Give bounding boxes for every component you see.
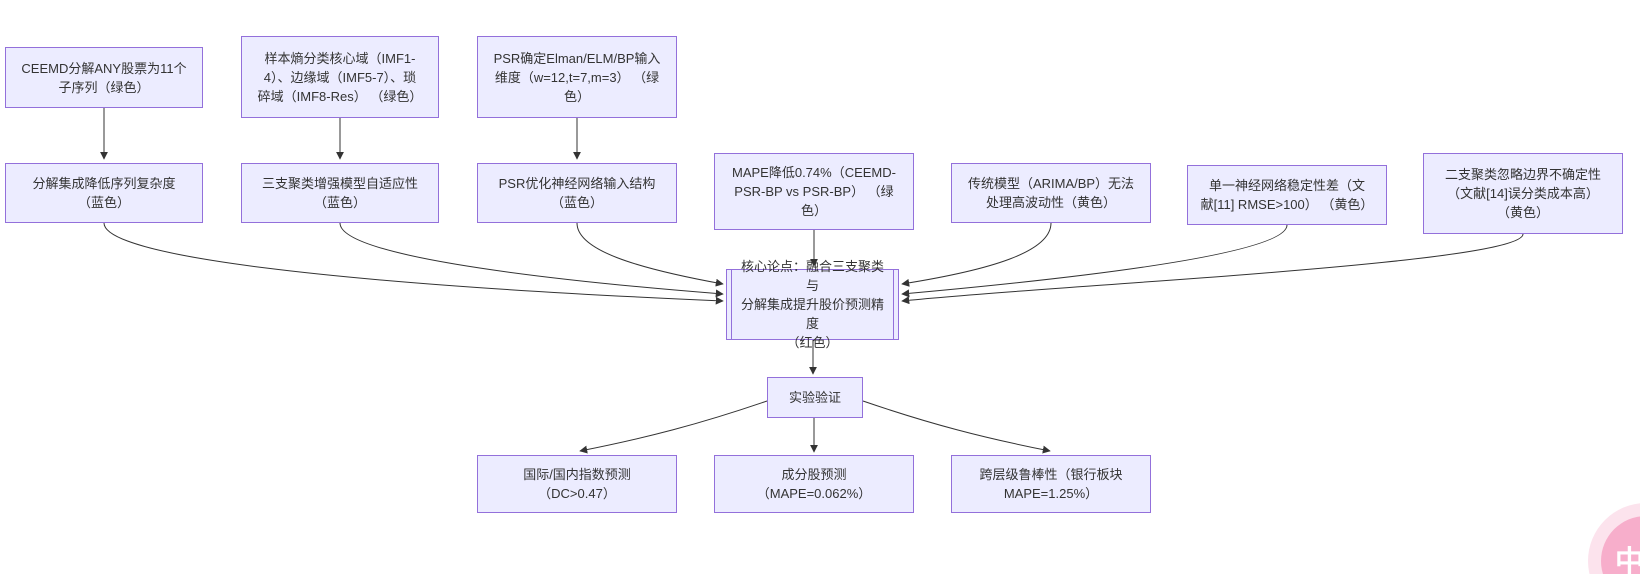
edge-psrbenefit-to-core bbox=[576, 222, 724, 287]
edge-traditional-to-core bbox=[901, 222, 1052, 287]
node-decomposition-benefit: 分解集成降低序列复杂度 （蓝色） bbox=[5, 163, 203, 223]
node-experiment-validation: 实验验证 bbox=[767, 377, 863, 418]
node-ceemd-decompose: CEEMD分解ANY股票为11个 子序列（绿色） bbox=[5, 47, 203, 108]
edge-experiment-to-index bbox=[579, 400, 768, 454]
node-psr-dimension: PSR确定Elman/ELM/BP输入 维度（w=12,t=7,m=3） （绿 … bbox=[477, 36, 677, 118]
translate-button-label: 中A bbox=[1615, 546, 1640, 574]
node-three-way-benefit: 三支聚类增强模型自适应性 （蓝色） bbox=[241, 163, 439, 223]
edge-threeway-to-core bbox=[339, 222, 724, 298]
edge-experiment-to-robustness bbox=[862, 400, 1051, 454]
node-single-nn-limit: 单一神经网络稳定性差（文 献[11] RMSE>100） （黄色） bbox=[1187, 165, 1387, 225]
node-core-thesis: 核心论点：融合三支聚类与 分解集成提升股价预测精度 （红色） bbox=[726, 259, 899, 350]
node-traditional-limit: 传统模型（ARIMA/BP）无法 处理高波动性（黄色） bbox=[951, 163, 1151, 223]
node-robustness: 跨层级鲁棒性（银行板块 MAPE=1.25%） bbox=[951, 455, 1151, 513]
node-index-prediction: 国际/国内指数预测 （DC>0.47） bbox=[477, 455, 677, 513]
node-constituent-prediction: 成分股预测 （MAPE=0.062%） bbox=[714, 455, 914, 513]
node-psr-benefit: PSR优化神经网络输入结构 （蓝色） bbox=[477, 163, 677, 223]
translate-button[interactable]: 中A bbox=[1601, 516, 1640, 574]
edge-singlenn-to-core bbox=[901, 224, 1288, 298]
node-mape-evidence: MAPE降低0.74%（CEEMD- PSR-BP vs PSR-BP） （绿 … bbox=[714, 153, 914, 230]
node-two-way-limit: 二支聚类忽略边界不确定性 （文献[14]误分类成本高） （黄色） bbox=[1423, 153, 1623, 234]
node-sample-entropy: 样本熵分类核心域（IMF1- 4）、边缘域（IMF5-7）、琐 碎域（IMF8-… bbox=[241, 36, 439, 118]
edge-decomposition-to-core bbox=[103, 222, 724, 305]
edge-twoway-to-core bbox=[901, 233, 1524, 305]
